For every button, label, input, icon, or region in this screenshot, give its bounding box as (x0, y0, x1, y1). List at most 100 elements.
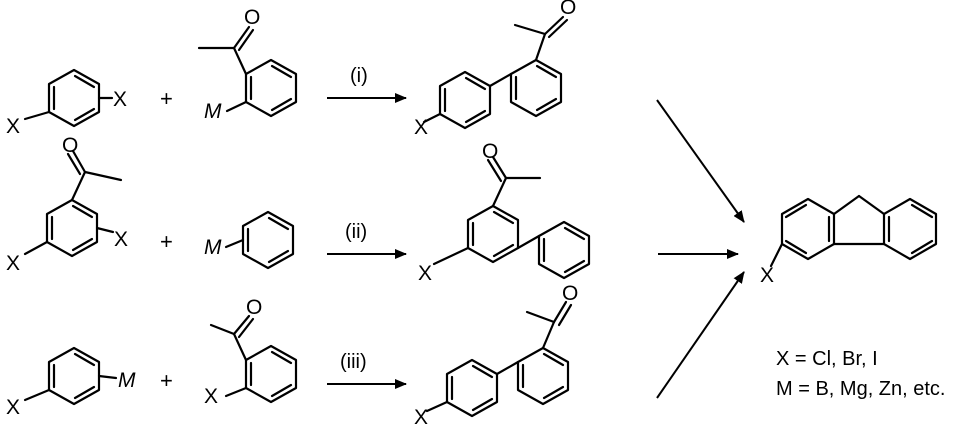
methyl-bond (513, 23, 547, 36)
benzene-ring-left (466, 204, 520, 264)
acyl-bond (491, 176, 508, 208)
methyl-bond (209, 323, 236, 336)
bond-to-metal (97, 374, 118, 380)
methyl-bond (525, 310, 556, 324)
oxygen-label: O (562, 282, 578, 305)
legend-line-m: M = B, Mg, Zn, etc. (776, 378, 946, 400)
carbonyl-double-bond-2 (237, 28, 255, 52)
carbonyl-double-bond-2 (66, 152, 82, 176)
carbonyl-double-bond (491, 155, 508, 180)
oxygen-label: O (560, 0, 576, 19)
acyl-bond (534, 32, 547, 62)
aromatic-inner-bonds-right (514, 64, 558, 112)
aromatic-inner-bonds (249, 350, 293, 398)
row2-reactant-aryl-metal: M (204, 210, 295, 270)
aromatic-inner-bonds-right (887, 203, 934, 255)
ring-substituent-bond (23, 110, 51, 121)
ring-substituent-bond (425, 400, 449, 413)
row3-reactant-aryl-metal: M X (6, 346, 136, 419)
benzene-ring-right (882, 197, 938, 261)
oxygen-label: O (62, 134, 78, 157)
row1-product-biaryl-ketone: O X (414, 0, 576, 139)
benzene-ring-left (438, 70, 492, 130)
benzene-ring (47, 68, 101, 128)
legend-line-x: X = Cl, Br, I (776, 348, 878, 370)
benzene-ring-right (516, 346, 570, 406)
row3-product-biaryl-ketone: O X (414, 282, 578, 426)
aromatic-inner-bonds (50, 204, 94, 252)
row2-reactant-halo-acetophenone: X X O (6, 134, 128, 275)
arrow-row1-to-fluorene (656, 99, 745, 223)
aromatic-inner-bonds (249, 64, 293, 112)
plus-sign-3: + (160, 368, 173, 393)
aromatic-inner-bonds-left (443, 76, 487, 124)
carbonyl-double-bond (71, 149, 87, 174)
aromatic-inner-bonds-left (471, 210, 515, 258)
row3-reactant-halo-acetophenone: X O (204, 296, 298, 408)
halogen-x-label: X (204, 385, 218, 408)
carbonyl-double-bond-2 (547, 18, 569, 39)
halogen-x-label: X (114, 228, 128, 251)
carbonyl-double-bond (232, 25, 251, 50)
carbonyl-double-bond-2 (557, 303, 573, 327)
metal-m-label: M (118, 369, 136, 392)
ring-substituent-bond (23, 388, 51, 402)
substituent-x-label: X (6, 115, 20, 138)
row1-reactant-metallo-acetophenone: M O (197, 6, 298, 123)
substituent-x-label: X (414, 406, 428, 426)
substituent-x-label: X (418, 262, 432, 285)
benzene-ring (241, 210, 295, 270)
condition-ii-label: (ii) (345, 221, 367, 243)
benzene-ring (244, 344, 298, 404)
benzene-ring (244, 58, 298, 118)
oxygen-label: O (246, 296, 262, 319)
acyl-bond (232, 332, 248, 362)
carbonyl-double-bond (552, 300, 568, 324)
row2-product-biaryl-ketone: O X (418, 140, 591, 285)
fluorene-product: X (760, 194, 938, 287)
substituent-x-label: X (414, 116, 428, 139)
bond-to-x (95, 226, 115, 234)
oxygen-label: O (482, 140, 498, 163)
benzene-ring-right (537, 220, 591, 280)
ring-substituent-bond (432, 246, 470, 266)
arrow-row3-to-fluorene (656, 271, 745, 399)
ring-substituent-bond (23, 240, 49, 256)
biaryl-bond (495, 360, 520, 376)
carbonyl-double-bond-2 (237, 317, 255, 339)
bond-to-x (224, 386, 248, 398)
biaryl-bond (488, 72, 513, 88)
bond-to-metal (224, 238, 245, 249)
carbonyl-double-bond (543, 15, 565, 36)
substituent-x-label: X (760, 264, 774, 287)
benzene-ring-left (780, 197, 836, 261)
aromatic-inner-bonds (52, 352, 96, 400)
benzene-ring (47, 346, 101, 406)
condition-iii-label: (iii) (340, 351, 367, 373)
ring-substituent-bond (422, 112, 442, 124)
acyl-bond (232, 46, 248, 76)
benzene-ring-left (445, 358, 499, 418)
carbonyl-double-bond-2 (486, 158, 503, 183)
acyl-bond (70, 170, 87, 202)
acyl-bond (541, 320, 556, 350)
condition-i-label: (i) (350, 65, 368, 87)
methyl-bond (83, 170, 123, 182)
aromatic-inner-bonds (246, 216, 290, 264)
aromatic-inner-bonds-right (542, 226, 586, 274)
row1-reactant-aryl-halide: X X (6, 68, 127, 138)
aromatic-inner-bonds-right (521, 352, 565, 400)
substituent-x-label: X (6, 252, 20, 275)
plus-sign-1: + (160, 86, 173, 111)
oxygen-label: O (244, 6, 260, 29)
halogen-x-label: X (113, 88, 127, 111)
ring-substituent-bond (769, 242, 784, 268)
metal-m-label: M (204, 236, 222, 259)
substituent-x-label: X (6, 396, 20, 419)
aromatic-inner-bonds (52, 74, 96, 122)
benzene-ring-right (509, 58, 563, 118)
aromatic-inner-bonds-left (450, 364, 494, 412)
methylene-bond-right (857, 194, 886, 216)
plus-sign-2: + (160, 229, 173, 254)
